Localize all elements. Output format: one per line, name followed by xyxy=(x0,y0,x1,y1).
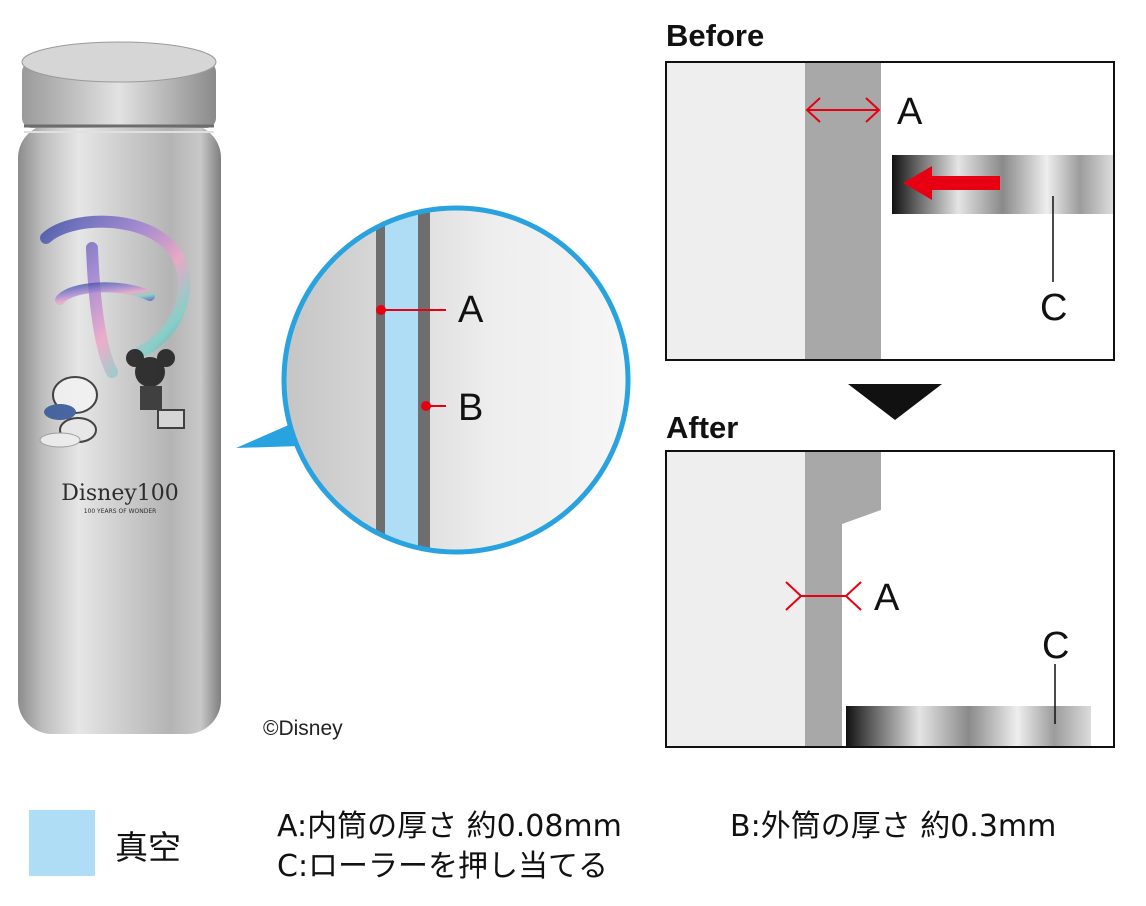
marker-b-dot xyxy=(421,401,431,411)
bottle: Disney100 100 YEARS OF WONDER xyxy=(18,41,221,734)
marker-a-dot xyxy=(376,305,386,315)
caption-a: A:内筒の厚さ 約0.08mm xyxy=(277,809,622,844)
before-label-c: C xyxy=(1040,287,1067,329)
after-label-c: C xyxy=(1042,625,1069,667)
before-heading: Before xyxy=(666,18,764,53)
magnifier-circle xyxy=(281,205,631,555)
callout-pointer xyxy=(236,420,300,448)
after-roller xyxy=(846,706,1091,746)
d-logo-swirl-icon xyxy=(40,215,191,378)
vacuum-layer xyxy=(385,208,418,552)
before-wall xyxy=(805,63,881,359)
before-inner-area xyxy=(667,63,805,359)
magnifier-label-b: B xyxy=(458,387,483,429)
caption-b: B:外筒の厚さ 約0.3mm xyxy=(730,809,1056,844)
after-panel: A C xyxy=(665,450,1115,748)
bottle-print-graphic: Disney100 100 YEARS OF WONDER xyxy=(39,215,191,515)
magnifier-label-a: A xyxy=(458,289,484,331)
disney100-logo: Disney100 xyxy=(61,481,179,506)
before-label-a: A xyxy=(897,91,923,133)
after-wall xyxy=(805,452,881,746)
inner-wall xyxy=(376,208,385,552)
after-inner-area xyxy=(667,452,805,746)
after-thickness-marker xyxy=(785,581,862,611)
after-heading: After xyxy=(666,410,738,445)
vacuum-legend-label: 真空 xyxy=(115,828,181,867)
outer-wall xyxy=(418,208,430,552)
before-thickness-arrow xyxy=(805,97,881,123)
bottle-body xyxy=(18,124,221,734)
vacuum-legend-swatch xyxy=(29,810,95,876)
copyright-text: ©Disney xyxy=(263,717,343,740)
push-arrow-icon xyxy=(903,166,1000,200)
caption-c: C:ローラーを押し当てる xyxy=(277,849,608,884)
down-arrow-icon xyxy=(848,384,942,420)
magnifier-callout: A B xyxy=(236,205,631,555)
after-label-a: A xyxy=(874,577,900,619)
cartoon-characters-icon xyxy=(39,349,185,448)
disney100-tagline: 100 YEARS OF WONDER xyxy=(84,508,157,515)
before-panel: A C xyxy=(665,61,1115,361)
bottle-cap-top xyxy=(21,41,217,83)
